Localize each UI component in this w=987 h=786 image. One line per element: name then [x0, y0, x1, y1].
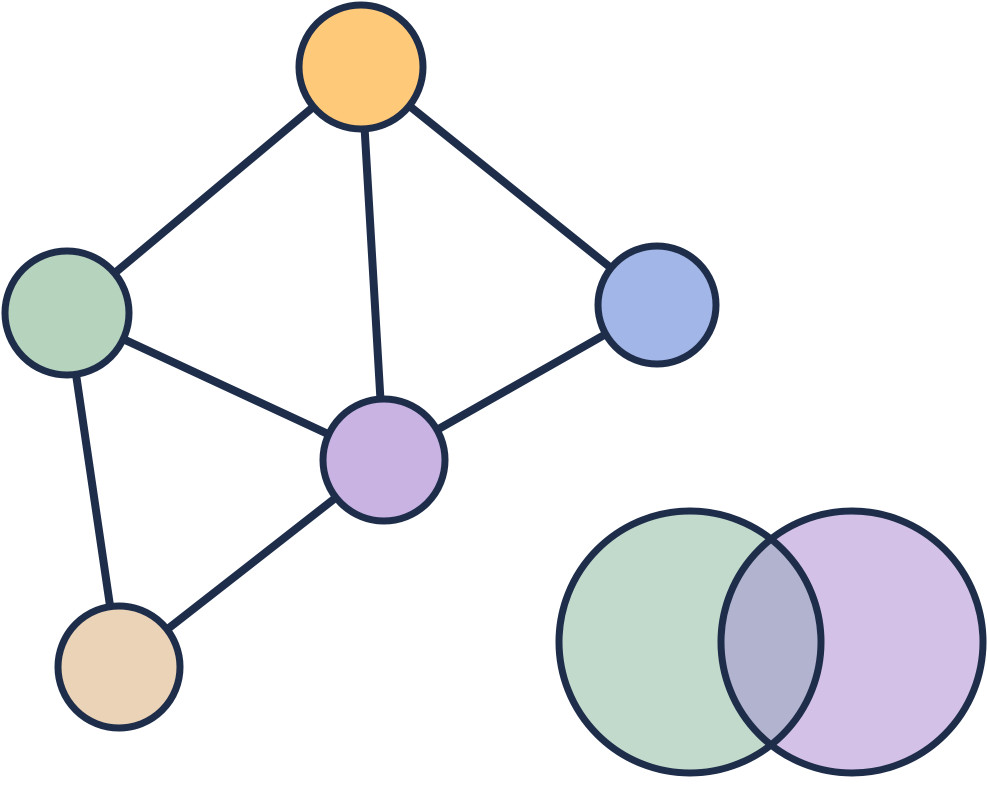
venn-intersection [721, 511, 821, 773]
node-left [1, 247, 133, 379]
node-center [319, 395, 449, 525]
venn-set-a-outline [555, 507, 825, 777]
node-right [594, 242, 720, 368]
graph-nodes [1, 1, 720, 732]
node-bottom-left [54, 602, 184, 732]
venn-set-b-outline [717, 507, 987, 777]
node-top [295, 1, 427, 133]
edge-top-center [357, 63, 388, 464]
venn-diagram [555, 507, 987, 777]
graph-edges [63, 63, 661, 671]
